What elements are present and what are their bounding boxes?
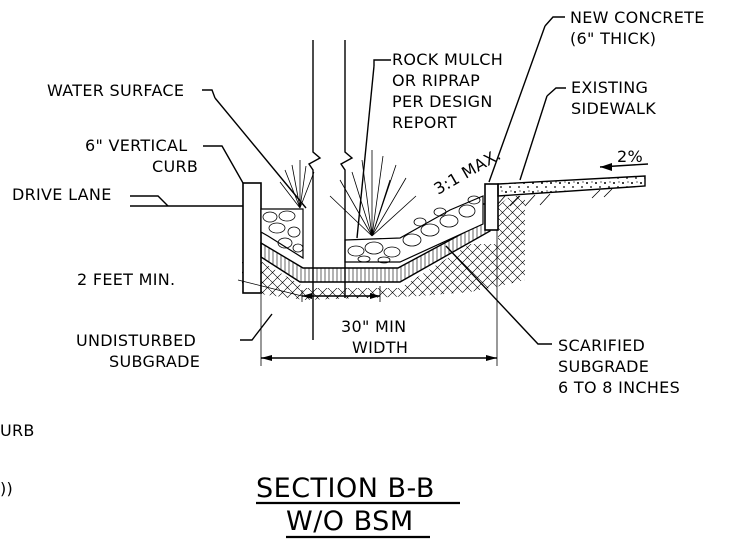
scarified-label-1: SCARIFIED: [558, 336, 645, 355]
undisturbed-label-1: UNDISTURBED: [76, 331, 196, 350]
dimension-2ft: [237, 279, 381, 302]
scarified-label-3: 6 TO 8 INCHES: [558, 378, 680, 397]
min-width-label-2: WIDTH: [352, 338, 408, 357]
left-curb: [242, 182, 262, 294]
break-lines: [307, 40, 354, 340]
section-title: SECTION B-B W/O BSM: [256, 473, 460, 539]
subgrade-hatch: [242, 196, 525, 300]
existing-sidewalk-label-2: SIDEWALK: [571, 99, 656, 118]
rock-mulch-label-2: OR RIPRAP: [392, 71, 480, 90]
leader-lines: [130, 16, 566, 345]
title-line-2: W/O BSM: [286, 506, 414, 537]
title-line-1: SECTION B-B: [256, 473, 435, 504]
cropped-label-1: URB: [0, 421, 35, 440]
water-surface-label: WATER SURFACE: [47, 81, 184, 100]
rock-mulch-label-3: PER DESIGN: [392, 92, 493, 111]
cropped-label-2: )): [0, 479, 13, 498]
rock-mulch-label-1: ROCK MULCH: [392, 50, 503, 69]
new-concrete-label-1: NEW CONCRETE: [570, 8, 705, 27]
vertical-curb-label-1: 6" VERTICAL: [85, 136, 187, 155]
min-width-label-1: 30" MIN: [341, 317, 406, 336]
existing-sidewalk: [497, 175, 646, 207]
callout-labels: WATER SURFACE 6" VERTICAL CURB DRIVE LAN…: [0, 8, 705, 498]
rock-mulch: [260, 195, 484, 264]
new-concrete-label-2: (6" THICK): [570, 29, 656, 48]
rock-mulch-label-4: REPORT: [392, 113, 457, 132]
dimension-width: [260, 230, 498, 366]
plant-fronds: [279, 150, 417, 237]
scarified-label-2: SUBGRADE: [558, 357, 649, 376]
drive-lane-label: DRIVE LANE: [12, 185, 112, 204]
slope-percent-label: 2%: [617, 147, 643, 166]
vertical-curb-label-2: CURB: [152, 157, 198, 176]
two-feet-min-label: 2 FEET MIN.: [77, 270, 175, 289]
right-curb: [484, 183, 499, 231]
slope-arrow: [599, 163, 649, 171]
existing-sidewalk-label-1: EXISTING: [571, 78, 648, 97]
undisturbed-label-2: SUBGRADE: [109, 352, 200, 371]
